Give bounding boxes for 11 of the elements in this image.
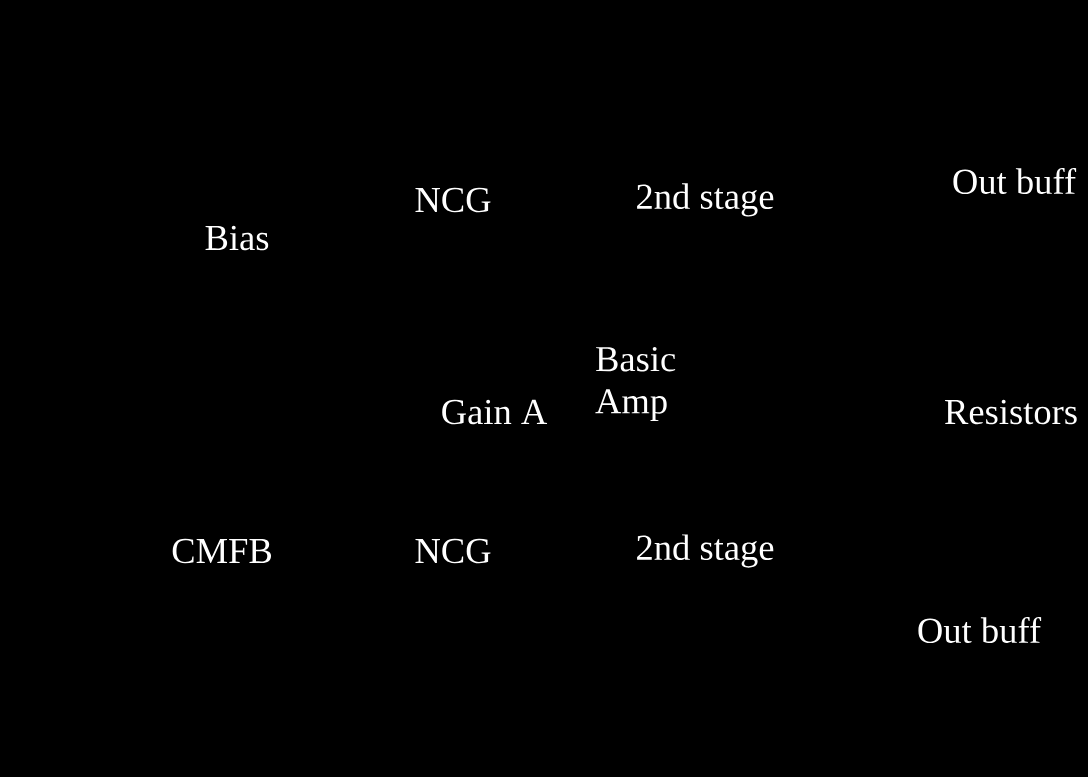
block-label: NCG [415,538,491,564]
block-label: Bias [205,225,269,251]
block-label: NCG [415,187,491,213]
block-label: Resistors [945,399,1077,425]
block-label: Gain A [442,399,548,425]
block-label: 2nd stage [637,183,774,217]
block-label: Basic Amp [595,346,676,422]
block-label: Out buff [953,167,1077,195]
block-label: Out buff [918,616,1042,644]
block-label: 2nd stage [637,534,774,568]
block-label: CMFB [172,538,271,564]
